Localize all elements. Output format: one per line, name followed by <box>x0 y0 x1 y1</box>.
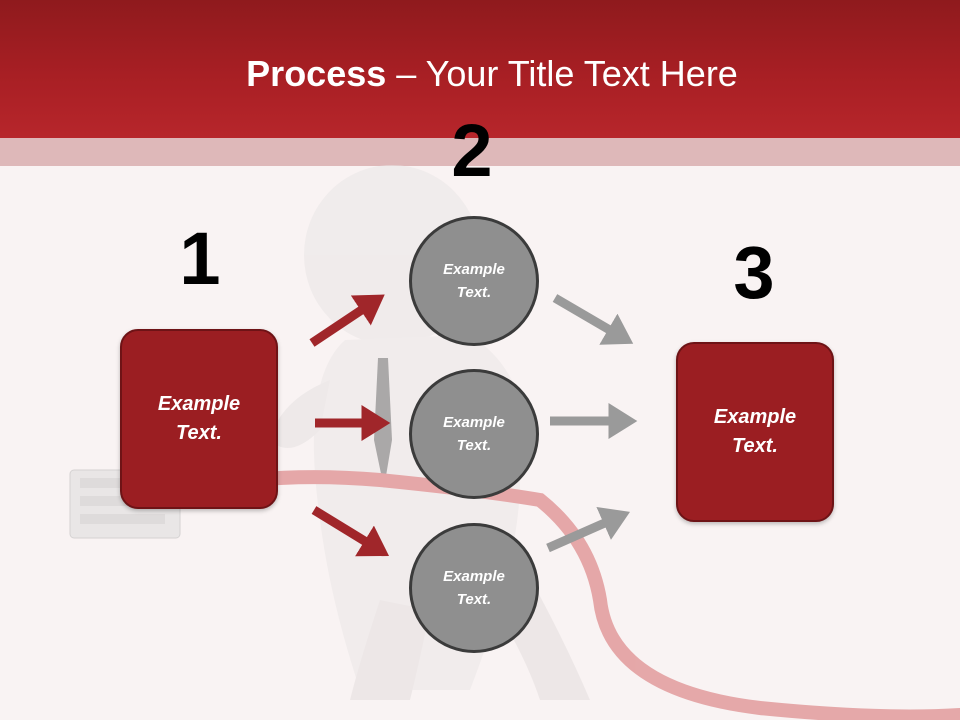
page-title: Process – Your Title Text Here <box>0 52 960 96</box>
title-rest: – Your Title Text Here <box>386 53 738 94</box>
arrow-1-to-2-top <box>309 294 385 347</box>
network-cable <box>163 470 960 720</box>
arrow-2-bottom-to-3 <box>546 506 630 553</box>
step-1-box: Example Text. <box>120 329 278 509</box>
arrow-1-to-2-bottom <box>311 506 390 557</box>
step-2-circle-top: Example Text. <box>409 216 539 346</box>
arrow-2-top-to-3 <box>552 294 634 345</box>
figure-leg <box>350 600 430 700</box>
header-band <box>0 138 960 166</box>
step-2-circle-bottom: Example Text. <box>409 523 539 653</box>
figure-arm <box>270 380 330 448</box>
step-3-number: 3 <box>733 231 775 314</box>
title-bar <box>0 0 960 138</box>
step-3-box: Example Text. <box>676 342 834 522</box>
step-2-number: 2 <box>451 109 493 192</box>
step-2-circle-middle: Example Text. <box>409 369 539 499</box>
title-bold: Process <box>246 53 387 94</box>
step-1-number: 1 <box>179 217 221 300</box>
